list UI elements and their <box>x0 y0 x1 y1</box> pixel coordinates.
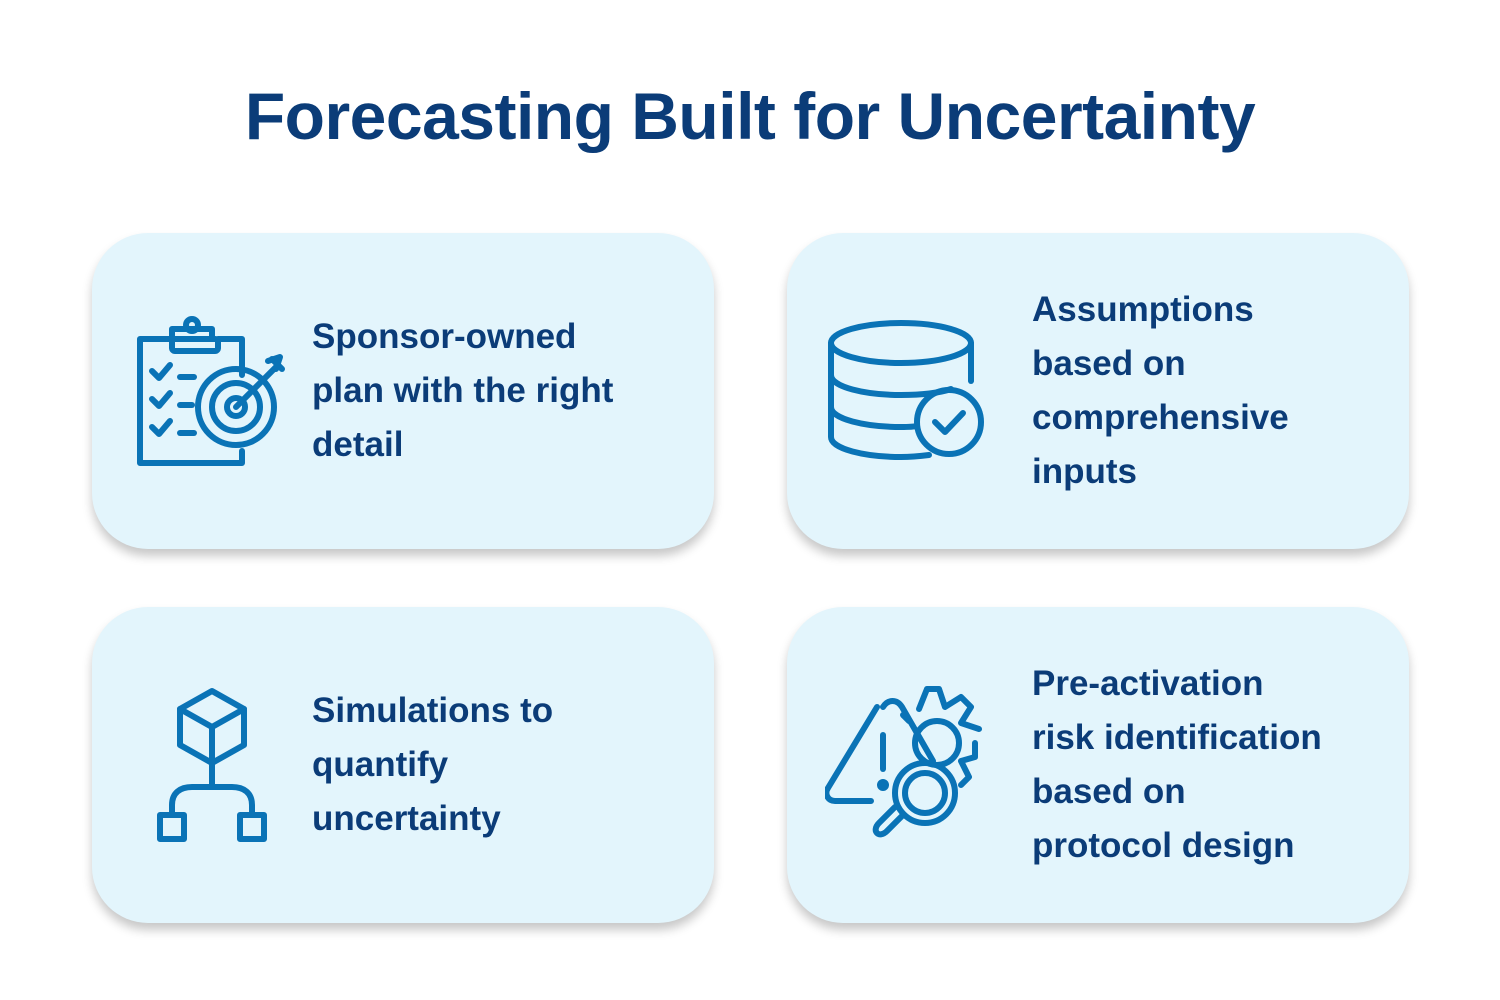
page-title: Forecasting Built for Uncertainty <box>244 79 1256 153</box>
card-text: Pre-activation risk identification based… <box>1032 664 1322 865</box>
card-text: Assumptions based on comprehensive input… <box>1032 290 1289 491</box>
database-check-icon <box>825 311 985 471</box>
clipboard-target-icon <box>130 311 290 471</box>
card-simulations: Simulations to quantify uncertainty <box>92 607 714 923</box>
card-assumptions: Assumptions based on comprehensive input… <box>787 233 1409 549</box>
cube-flowchart-icon <box>130 685 290 845</box>
card-text: Sponsor-owned plan with the right detail <box>312 317 614 464</box>
card-text: Simulations to quantify uncertainty <box>312 691 554 838</box>
card-sponsor-plan: Sponsor-owned plan with the right detail <box>92 233 714 549</box>
warning-gear-search-icon <box>825 685 985 845</box>
card-risk-identification: Pre-activation risk identification based… <box>787 607 1409 923</box>
